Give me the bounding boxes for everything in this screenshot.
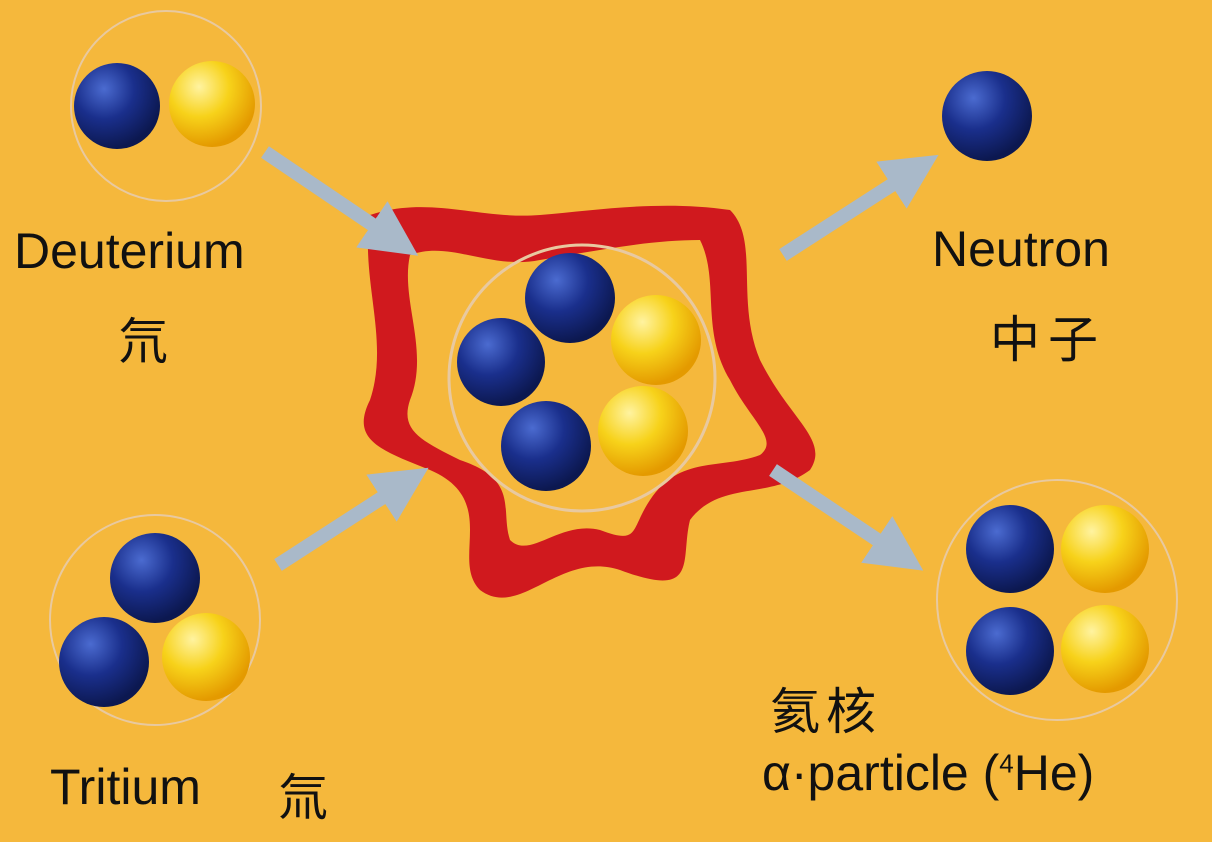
- helium-nucleus: [936, 479, 1178, 721]
- alpha-particle-text: α·particle (: [762, 745, 1000, 801]
- neutron-label: Neutron: [932, 221, 1110, 277]
- arrow-helium-out: [769, 464, 924, 571]
- neutron-particle: [942, 71, 1032, 161]
- energy-burst: [363, 205, 816, 598]
- alpha-particle-label: α·particle (4He): [762, 744, 1094, 802]
- arrow-neutron-out: [779, 154, 939, 261]
- helium-cn-label: 氦核: [770, 683, 882, 741]
- arrow-tritium-in: [274, 467, 429, 571]
- deuterium-nucleus: [70, 10, 262, 202]
- fused-nucleus: [447, 243, 717, 513]
- helium-mass-number: 4: [999, 748, 1014, 779]
- tritium-label: Tritium: [50, 759, 201, 815]
- tritium-cn-label: 氚: [278, 769, 328, 827]
- neutron-cn-label: 中子: [990, 311, 1106, 369]
- deuterium-label: Deuterium: [14, 223, 245, 279]
- arrow-deuterium-in: [261, 146, 419, 256]
- helium-symbol: He): [1013, 745, 1095, 801]
- deuterium-cn-label: 氘: [118, 313, 168, 371]
- tritium-nucleus: [49, 514, 261, 726]
